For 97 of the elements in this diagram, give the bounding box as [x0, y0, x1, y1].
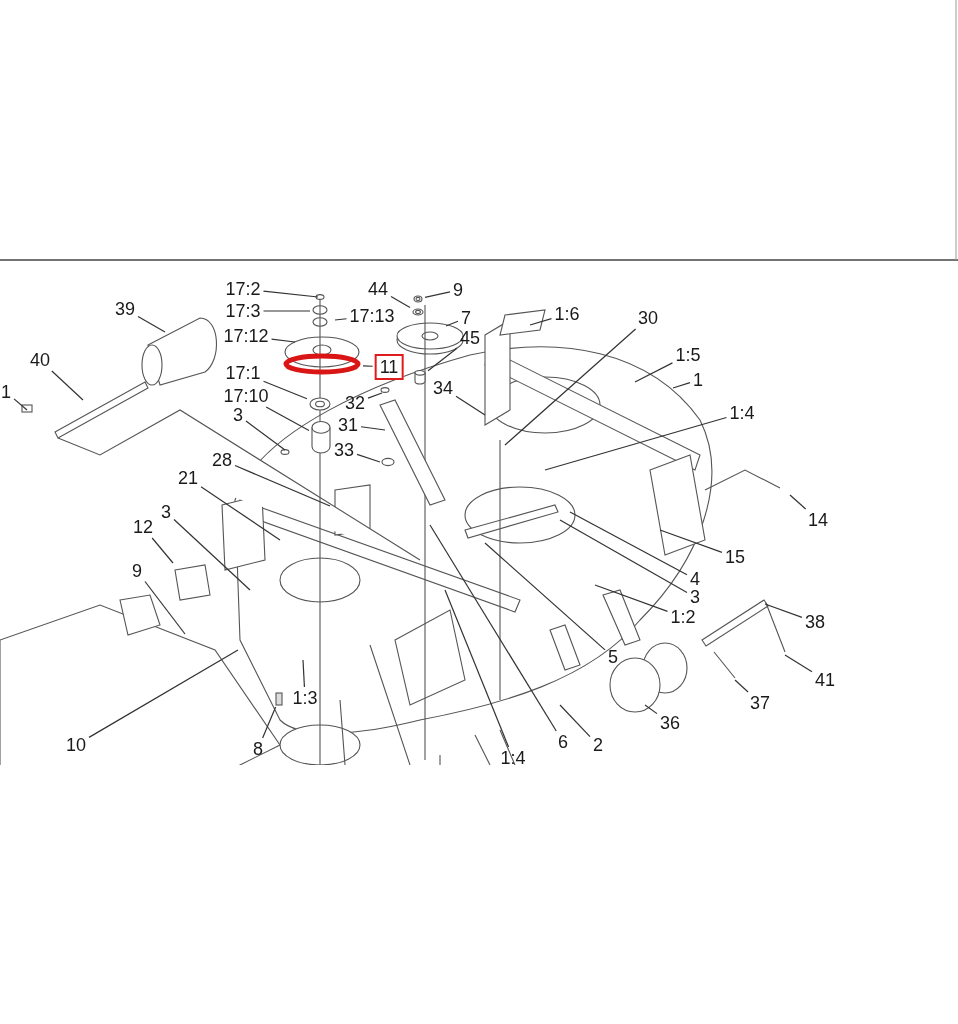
callout-number: 41	[814, 670, 836, 690]
callout-number: 15	[724, 547, 746, 567]
callout-number: 40	[29, 350, 51, 370]
leader-line	[789, 494, 807, 510]
leader-line	[151, 537, 174, 564]
washer	[412, 308, 424, 316]
leader-line	[334, 318, 348, 321]
callout-number: 17:12	[222, 326, 270, 346]
callout-number: 36	[659, 713, 681, 733]
callout-number: 32	[344, 393, 366, 413]
callout-number: 8	[252, 739, 264, 759]
callout-number: 3	[689, 587, 701, 607]
leader-line	[784, 654, 813, 673]
leader-line	[390, 295, 411, 308]
leader-line	[594, 584, 669, 612]
callout-number: 17:13	[348, 306, 396, 326]
leader-line	[455, 395, 486, 416]
callout-number: 2	[592, 735, 604, 755]
callout-number: 39	[114, 299, 136, 319]
leader-line	[262, 706, 277, 739]
callout-number: 14	[807, 510, 829, 530]
leader-line	[270, 338, 296, 343]
washer	[309, 397, 331, 411]
callout-number: 17:3	[224, 301, 262, 321]
callout-number: 1:2	[669, 607, 697, 627]
callout-number: 1:6	[553, 304, 581, 324]
leader-line	[764, 603, 803, 618]
callout-number: 33	[333, 440, 355, 460]
leader-line	[137, 315, 166, 333]
leader-line	[200, 486, 281, 541]
leader-line	[429, 524, 557, 732]
callout-number: 1:5	[674, 345, 702, 365]
leader-line	[356, 453, 381, 463]
callout-number: 1	[0, 382, 12, 402]
callout-number: 12	[132, 517, 154, 537]
callout-number: 3	[160, 502, 172, 522]
leader-line	[544, 416, 728, 471]
leader-line	[659, 529, 723, 553]
leader-line	[424, 291, 451, 299]
callout-number: 1	[692, 370, 704, 390]
nut	[414, 370, 426, 384]
callout-number: 9	[452, 280, 464, 300]
bolt	[275, 692, 283, 706]
leader-line	[644, 704, 658, 715]
drive-belt	[283, 353, 361, 375]
callout-number: 17:1	[224, 363, 262, 383]
callout-number: 1:3	[291, 688, 319, 708]
leader-line	[529, 318, 553, 326]
nut	[413, 295, 423, 303]
callout-number: 34	[432, 378, 454, 398]
leader-line	[13, 398, 28, 411]
callout-number: 17:10	[222, 386, 270, 406]
spacer	[311, 421, 331, 453]
callout-number: 10	[65, 735, 87, 755]
callout-number: 37	[749, 693, 771, 713]
highlighted-callout-number: 11	[374, 354, 404, 380]
leader-line	[245, 420, 286, 451]
callout-number: 4	[689, 569, 701, 589]
leader-line	[444, 589, 510, 748]
leader-line	[734, 679, 749, 693]
leader-line	[445, 320, 459, 327]
callout-number: 44	[367, 279, 389, 299]
callout-number: 9	[131, 561, 143, 581]
leader-line	[504, 328, 637, 446]
leader-line	[672, 381, 691, 389]
leader-line	[634, 362, 674, 383]
leader-line	[262, 380, 308, 400]
leader-line	[302, 659, 306, 688]
leader-line	[484, 542, 606, 651]
callout-number: 7	[460, 308, 472, 328]
leader-line	[559, 519, 688, 594]
callout-number: 38	[804, 612, 826, 632]
leader-line	[51, 370, 84, 401]
leader-line	[234, 464, 331, 507]
callout-number: 45	[459, 328, 481, 348]
callout-number: 21	[177, 468, 199, 488]
callout-number: 5	[607, 647, 619, 667]
leader-line	[88, 649, 239, 738]
leader-line	[362, 365, 374, 367]
callout-number: 31	[337, 415, 359, 435]
leader-line	[360, 426, 386, 431]
leader-line	[265, 406, 310, 432]
leader-line	[427, 347, 458, 372]
callout-number: 30	[637, 308, 659, 328]
callout-number: 17:2	[224, 279, 262, 299]
leader-line	[262, 290, 319, 298]
callout-number: 1:4	[728, 403, 756, 423]
leader-line	[144, 580, 186, 635]
leader-line	[569, 511, 688, 576]
leader-line	[173, 518, 251, 591]
callout-number: 3	[232, 405, 244, 425]
callout-number: 28	[211, 450, 233, 470]
callout-number: 6	[557, 732, 569, 752]
callout-number: 1:4	[499, 748, 527, 768]
leader-line	[367, 392, 383, 399]
leader-line	[559, 704, 591, 738]
leader-line	[262, 310, 311, 312]
